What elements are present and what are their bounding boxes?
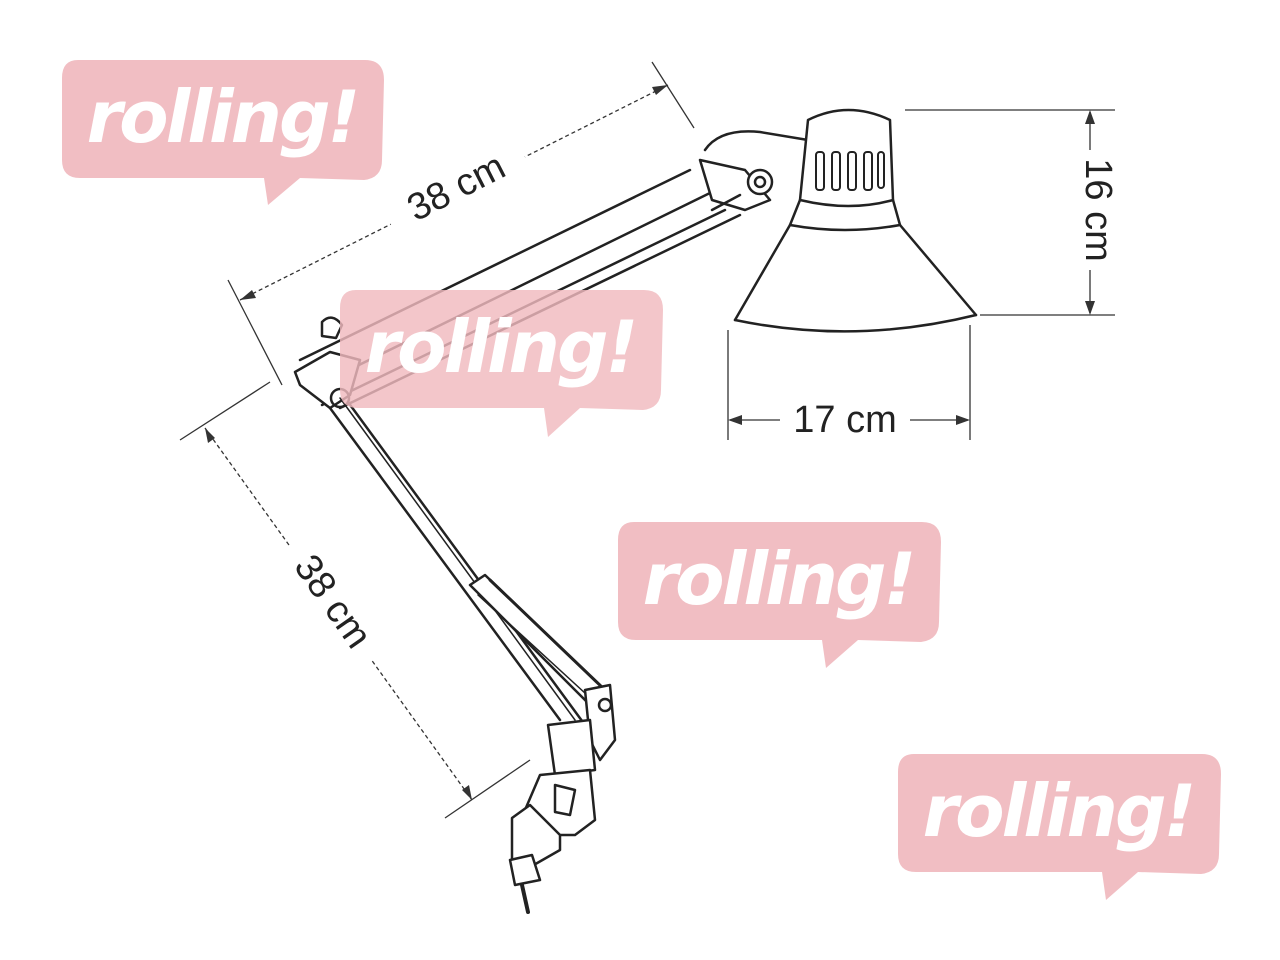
shade-joint <box>698 130 810 212</box>
watermark-text: rolling! <box>923 769 1194 853</box>
label-bg <box>780 395 910 445</box>
label-bg <box>1055 150 1125 270</box>
desk-clamp <box>508 683 617 914</box>
dimension-arrows <box>205 85 1095 800</box>
lamp-head <box>733 108 978 333</box>
watermark-4: rolling! <box>898 754 1221 900</box>
watermark-text: rolling! <box>87 75 358 159</box>
shade-width-label: 17 cm <box>793 399 896 441</box>
watermark-text: rolling! <box>365 305 636 389</box>
lower-arm <box>328 397 607 727</box>
watermark-text: rolling! <box>643 537 914 621</box>
shade-height-label: 16 cm <box>1077 158 1119 261</box>
watermark-1: rolling! <box>62 60 384 205</box>
watermark-3: rolling! <box>618 522 941 668</box>
watermark-2: rolling! <box>340 290 663 437</box>
label-bg <box>270 519 408 675</box>
label-bg <box>372 119 538 251</box>
